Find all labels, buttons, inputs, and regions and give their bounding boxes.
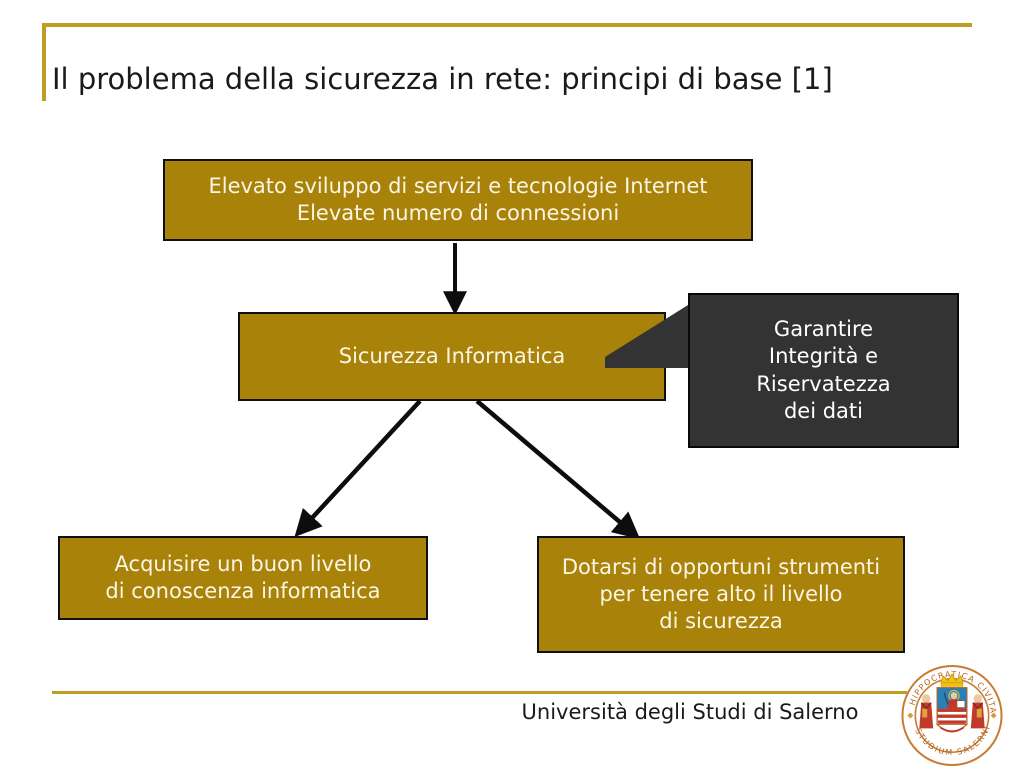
flow-box-bottom-left[interactable]: Acquisire un buon livello di conoscenza …	[58, 536, 428, 620]
flow-box-bottom-right-line-1: Dotarsi di opportuni strumenti	[561, 555, 881, 580]
flow-box-bottom-left-text: Acquisire un buon livello di conoscenza …	[105, 551, 380, 605]
flow-box-callout[interactable]: Garantire Integrità e Riservatezza dei d…	[688, 293, 959, 448]
flow-box-callout-line-1: Garantire	[773, 316, 874, 341]
callout-pointer-icon	[605, 300, 696, 368]
frame-left-rule	[42, 23, 46, 101]
flow-box-bottom-right-line-2: per tenere alto il livello	[599, 582, 843, 607]
flow-box-callout-line-2: Integrità e	[768, 344, 879, 369]
frame-top-rule	[42, 23, 972, 27]
flow-box-callout-line-3: Riservatezza	[756, 371, 891, 396]
flow-box-bottom-left-line-2: di conoscenza informatica	[105, 579, 381, 603]
flow-box-middle-text: Sicurezza Informatica	[339, 343, 566, 370]
page-title: Il problema della sicurezza in rete: pri…	[52, 62, 833, 96]
flow-box-middle-line-1: Sicurezza Informatica	[338, 344, 566, 369]
flow-box-bottom-right-text: Dotarsi di opportuni strumenti per tener…	[562, 554, 880, 635]
flow-box-bottom-right-line-3: di sicurezza	[659, 608, 783, 633]
callout-group: Garantire Integrità e Riservatezza dei d…	[600, 290, 965, 452]
flow-box-top-line-1: Elevato sviluppo di servizi e tecnologie…	[208, 174, 708, 199]
flow-box-bottom-right[interactable]: Dotarsi di opportuni strumenti per tener…	[537, 536, 905, 653]
footer-institution-name: Università degli Studi di Salerno	[521, 700, 859, 724]
flow-box-bottom-left-line-1: Acquisire un buon livello	[114, 552, 372, 577]
flow-box-top[interactable]: Elevato sviluppo di servizi e tecnologie…	[163, 159, 753, 241]
frame-bottom-rule	[52, 691, 907, 694]
flow-box-middle[interactable]: Sicurezza Informatica	[238, 312, 666, 401]
flow-box-callout-text: Garantire Integrità e Riservatezza dei d…	[756, 316, 890, 425]
flow-box-top-text: Elevato sviluppo di servizi e tecnologie…	[208, 173, 707, 227]
flow-box-top-line-2: Elevate numero di connessioni	[296, 201, 620, 225]
flow-box-callout-line-4: dei dati	[783, 398, 863, 423]
arrow-middle-to-bottom-left	[294, 399, 422, 537]
